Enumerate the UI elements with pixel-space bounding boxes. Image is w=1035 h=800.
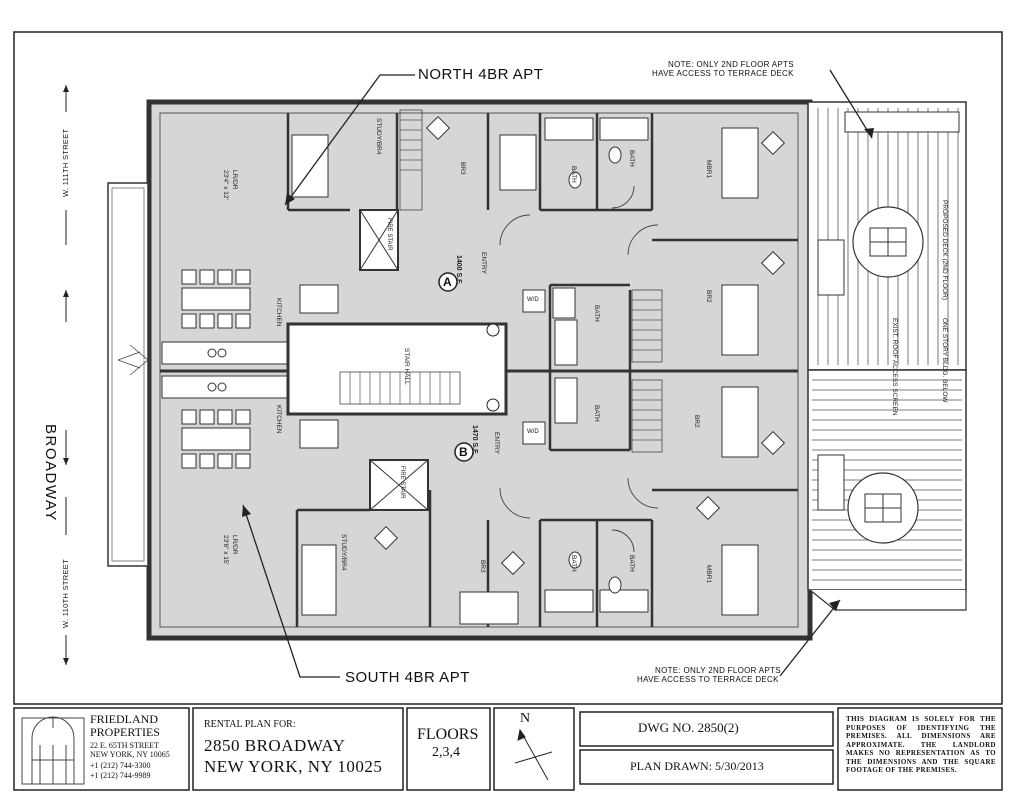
company-logo xyxy=(21,716,85,785)
room-study-south: STUDY/BR4 xyxy=(340,534,347,571)
leader-lines xyxy=(242,69,873,678)
rental-plan-label: RENTAL PLAN FOR: xyxy=(204,719,296,730)
building-address-2: NEW YORK, NY 10025 xyxy=(204,757,383,776)
terrace-note-top-1: NOTE: ONLY 2ND FLOOR APTS xyxy=(668,60,794,69)
room-lrdr-south-dim: 23'6" x 15' xyxy=(222,535,229,565)
kitchen-counters xyxy=(161,341,288,399)
room-wd-south: W/D xyxy=(527,429,539,435)
north-closet-hatch-2 xyxy=(631,289,663,363)
company-name-1: FRIEDLAND xyxy=(90,712,158,726)
unit-b-letter: B xyxy=(459,445,468,459)
room-entry-north: ENTRY xyxy=(480,252,487,274)
room-br3-south: BR3 xyxy=(479,560,486,573)
dining-tables xyxy=(181,269,339,469)
room-kitchen-south: KITCHEN xyxy=(275,405,282,434)
room-proposed-deck: PROPOSED DECK (2ND FLOOR) xyxy=(941,200,948,301)
room-lrdr-north: LR/DR xyxy=(231,170,238,190)
washer-dryers xyxy=(522,289,546,445)
front-stoop-steps xyxy=(117,344,149,376)
room-stair-hall: STAIR HALL xyxy=(403,348,410,385)
room-study-north: STUDY/BR4 xyxy=(375,118,382,155)
company-address-1: 22 E. 65TH STREET xyxy=(90,741,159,750)
south-unit-walls xyxy=(295,371,798,627)
bath-fixtures xyxy=(544,117,649,613)
unit-a-area: 1400 S.F. xyxy=(455,255,462,285)
stair-hall xyxy=(286,322,508,416)
room-screen: EXIST. ROOF ACCESS SCREEN xyxy=(891,318,898,416)
room-lrdr-south: LR/DR xyxy=(231,535,238,555)
room-below: ONE STORY BLDG. BELOW xyxy=(941,318,948,403)
room-bath-3: BATH xyxy=(593,305,600,322)
room-bath-2: BATH xyxy=(628,150,635,167)
room-lrdr-north-dim: 23'4" x 12' xyxy=(222,170,229,200)
room-kitchen-north: KITCHEN xyxy=(275,298,282,327)
front-canopy xyxy=(107,182,149,567)
room-entry-south: ENTRY xyxy=(493,432,500,454)
company-address-2: NEW YORK, NY 10065 xyxy=(90,750,170,759)
south-apt-callout: SOUTH 4BR APT xyxy=(345,669,470,686)
room-mbr-north: MBR1 xyxy=(705,160,712,179)
beds xyxy=(291,127,759,625)
room-bath-4: BATH xyxy=(593,405,600,422)
room-wd-north: W/D xyxy=(527,297,539,303)
room-bath-1: BATH xyxy=(570,166,577,183)
room-fire-stair-north: FIRE STAIR xyxy=(386,218,392,251)
floors-label: FLOORS xyxy=(417,726,479,743)
company-phone-1: +1 (212) 744-3300 xyxy=(90,761,151,770)
deck-steps-south xyxy=(817,454,845,511)
street-label-broadway: BROADWAY xyxy=(42,424,59,522)
deck-steps-north xyxy=(817,239,845,296)
unit-b-area: 1470 S.F. xyxy=(471,425,478,455)
floors-value: 2,3,4 xyxy=(432,745,460,760)
room-br3-north: BR3 xyxy=(459,162,466,175)
terrace-note-top-2: HAVE ACCESS TO TERRACE DECK xyxy=(652,69,794,78)
north-arrow-letter: N xyxy=(520,711,531,726)
unit-markers xyxy=(438,272,500,462)
company-phone-2: +1 (212) 744-9989 xyxy=(90,771,151,780)
title-block xyxy=(13,707,1003,791)
room-bath-6: BATH xyxy=(628,555,635,572)
drawing-number: DWG NO. 2850(2) xyxy=(638,720,739,735)
north-closet-hatch xyxy=(399,109,423,211)
room-bath-5: BATH xyxy=(570,555,577,572)
company-name-2: PROPERTIES xyxy=(90,725,160,739)
arrowheads xyxy=(242,128,874,611)
building-address-1: 2850 BROADWAY xyxy=(204,736,346,755)
street-label-north: W. 111TH STREET xyxy=(61,128,70,197)
room-br2-south: BR2 xyxy=(693,415,700,428)
room-fire-stair-south: FIRE STAIR xyxy=(399,466,405,499)
south-closet-hatch xyxy=(631,379,663,453)
unit-a-letter: A xyxy=(443,275,452,289)
disclaimer-text: THIS DIAGRAM IS SOLELY FOR THE PURPOSES … xyxy=(846,715,996,775)
room-br2-north: BR2 xyxy=(705,290,712,303)
side-tables xyxy=(373,115,786,576)
plan-drawn-date: PLAN DRAWN: 5/30/2013 xyxy=(630,759,764,773)
terrace-note-bottom-1: NOTE: ONLY 2ND FLOOR APTS xyxy=(655,666,781,675)
north-arrow-icon xyxy=(514,728,553,781)
terrace-note-bottom-2: HAVE ACCESS TO TERRACE DECK xyxy=(637,675,779,684)
door-swings xyxy=(499,185,659,553)
street-label-south: W. 110TH STREET xyxy=(61,559,70,628)
north-apt-callout: NORTH 4BR APT xyxy=(418,66,544,83)
room-mbr-south: MBR1 xyxy=(705,565,712,584)
